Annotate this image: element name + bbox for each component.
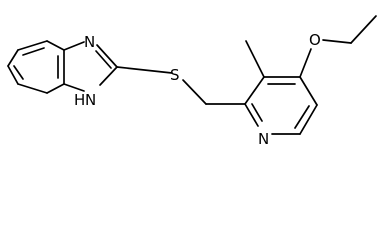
- bond: [99, 66, 118, 86]
- bond: [46, 40, 65, 51]
- bond: [96, 44, 118, 68]
- bond: [63, 83, 85, 92]
- bond: [322, 39, 352, 44]
- bond: [116, 66, 173, 74]
- bond: [17, 40, 48, 51]
- substituents: [245, 15, 377, 78]
- bond: [244, 76, 265, 105]
- bond: [299, 48, 312, 78]
- ether-o-label: O: [309, 31, 321, 49]
- imidazole-n1-label: N: [85, 91, 96, 109]
- bond: [244, 103, 259, 127]
- bond: [7, 49, 19, 67]
- bond: [7, 65, 19, 85]
- chemical-structure-diagram: N H N S O N: [7, 15, 377, 148]
- thioether-s-label: S: [170, 66, 180, 84]
- double-bond-inner: [22, 47, 45, 56]
- bond: [17, 83, 48, 94]
- double-bond-inner: [95, 50, 112, 69]
- double-bond-inner: [294, 105, 310, 129]
- methyl-bond: [245, 40, 265, 78]
- bond: [299, 104, 318, 135]
- bond: [299, 76, 318, 106]
- imidazole-ring: [63, 41, 118, 92]
- bond: [46, 83, 65, 94]
- pyridine-ring: [244, 76, 318, 135]
- thioether-linker: [116, 66, 246, 105]
- bond: [63, 41, 85, 51]
- ethyl-bond: [350, 15, 377, 44]
- bond: [182, 79, 207, 105]
- double-bond-inner: [13, 65, 24, 80]
- double-bond-inner: [251, 103, 263, 122]
- imidazole-n3-label: N: [84, 33, 95, 51]
- atom-labels: N H N S O N: [74, 31, 321, 148]
- benzene-ring: [7, 40, 65, 94]
- imidazole-nh-h-label: H: [74, 91, 85, 109]
- pyridine-n-label: N: [258, 130, 269, 148]
